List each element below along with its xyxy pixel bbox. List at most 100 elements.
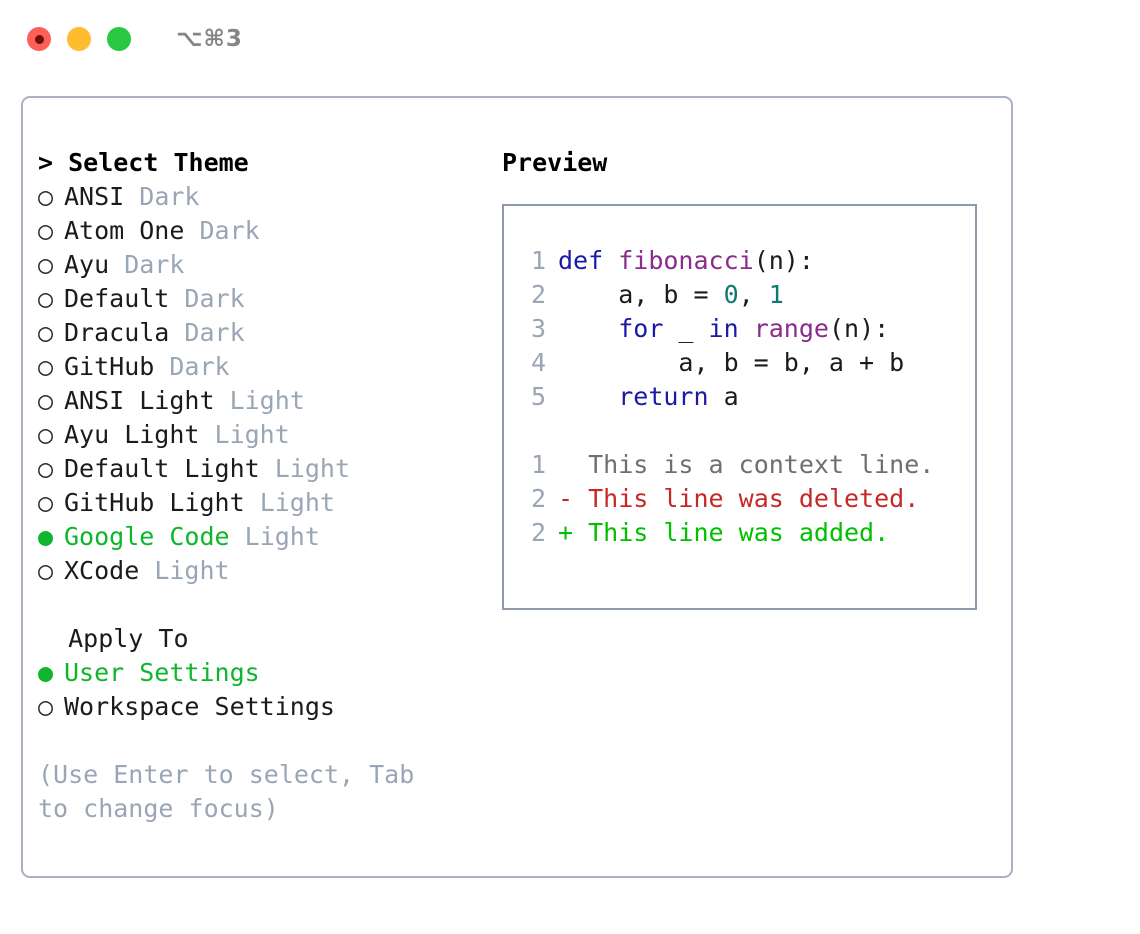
diff-marker: +: [558, 518, 574, 547]
line-number: 3: [530, 314, 546, 343]
theme-list-item[interactable]: ○ Dracula Dark: [38, 316, 488, 350]
theme-list-item[interactable]: ○XCode Light: [38, 554, 488, 588]
maximize-button-icon[interactable]: [107, 27, 131, 51]
panel-columns: > Select Theme ○ANSI Dark○Atom One Dark○…: [23, 98, 1011, 876]
theme-list-item[interactable]: ○ Ayu Dark: [38, 248, 488, 282]
theme-name-label: Ayu: [64, 250, 110, 279]
theme-list-item[interactable]: ○GitHub Dark: [38, 350, 488, 384]
apply-to-label: Workspace Settings: [64, 692, 335, 721]
radio-unselected-icon: ○: [38, 284, 54, 313]
theme-list-item[interactable]: ○ Default Dark: [38, 282, 488, 316]
theme-name-label: Dracula: [64, 318, 170, 347]
minimize-button-icon[interactable]: [67, 27, 91, 51]
spacer: [260, 454, 275, 483]
apply-to-list: ● User Settings ○ Workspace Settings: [38, 656, 488, 724]
line-number: 2: [530, 280, 546, 309]
apply-to-option[interactable]: ● User Settings: [38, 656, 488, 690]
line-number: 1: [530, 246, 546, 275]
diff-marker: -: [558, 484, 574, 513]
theme-variant-tag: Dark: [184, 318, 245, 347]
code-token: _: [663, 314, 709, 343]
apply-to-option[interactable]: ○ Workspace Settings: [38, 690, 488, 724]
radio-unselected-icon: ○: [38, 182, 54, 211]
hint-text: (Use Enter to select, Tab to change focu…: [38, 760, 415, 823]
radio-unselected-icon: ○: [38, 420, 54, 449]
theme-variant-tag: Light: [214, 420, 290, 449]
keyboard-shortcut-label: ⌥⌘3: [176, 26, 243, 52]
code-token: a, b =: [558, 280, 724, 309]
diff-text: This is a context line.: [588, 450, 935, 479]
theme-list-item[interactable]: ○ANSI Dark: [38, 180, 488, 214]
spacer: [215, 386, 230, 415]
theme-variant-tag: Dark: [124, 250, 185, 279]
radio-unselected-icon: ○: [38, 352, 54, 381]
spacer: [139, 556, 154, 585]
theme-list-item[interactable]: ○Ayu Light Light: [38, 418, 488, 452]
radio-unselected-icon: ○: [38, 454, 54, 483]
code-token: fibonacci: [618, 246, 754, 275]
apply-to-header: Apply To: [38, 624, 189, 653]
titlebar: ⌥⌘3: [0, 0, 1140, 78]
main-panel: > Select Theme ○ANSI Dark○Atom One Dark○…: [21, 96, 1013, 878]
spacer: [124, 182, 139, 211]
spacer: [154, 352, 169, 381]
radio-unselected-icon: ○: [38, 216, 54, 245]
code-token: ,: [738, 280, 769, 309]
diff-line: 1 This is a context line.: [520, 448, 975, 482]
radio-unselected-icon: ○: [38, 318, 54, 347]
theme-list-item[interactable]: ○ANSI Light Light: [38, 384, 488, 418]
spacer: [199, 420, 214, 449]
diff-marker: [558, 450, 573, 479]
spacer: [573, 518, 588, 547]
theme-name-label: Default: [64, 284, 170, 313]
line-number: 2: [530, 518, 546, 547]
theme-variant-tag: Dark: [199, 216, 260, 245]
radio-unselected-icon: ○: [38, 556, 54, 585]
spacer: [245, 488, 260, 517]
apply-to-label: User Settings: [64, 658, 260, 687]
spacer: [109, 250, 124, 279]
theme-list-item[interactable]: ○GitHub Light Light: [38, 486, 488, 520]
close-button-icon[interactable]: [27, 27, 51, 51]
theme-variant-tag: Dark: [139, 182, 200, 211]
code-token: 1: [768, 280, 784, 309]
diff-line: 2- This line was deleted.: [520, 482, 975, 516]
code-token: 0: [723, 280, 739, 309]
window-controls: [27, 27, 131, 51]
radio-unselected-icon: ○: [38, 692, 54, 721]
theme-variant-tag: Light: [154, 556, 230, 585]
diff-sample: 1 This is a context line.2- This line wa…: [520, 448, 975, 550]
spacer: [573, 450, 588, 479]
radio-unselected-icon: ○: [38, 250, 54, 279]
line-number: 1: [530, 450, 546, 479]
preview-header: Preview: [502, 148, 608, 177]
theme-list-item[interactable]: ○Default Light Light: [38, 452, 488, 486]
theme-variant-tag: Light: [274, 454, 350, 483]
theme-list: ○ANSI Dark○Atom One Dark○Ayu Dark○Defaul…: [38, 180, 488, 588]
diff-text: This line was deleted.: [588, 484, 920, 513]
spacer: [573, 484, 588, 513]
theme-variant-tag: Dark: [184, 284, 245, 313]
code-line: 2 a, b = 0, 1: [520, 278, 975, 312]
theme-selector-column: > Select Theme ○ANSI Dark○Atom One Dark○…: [38, 146, 488, 826]
radio-selected-icon: ●: [38, 522, 54, 551]
code-line: 5 return a: [520, 380, 975, 414]
code-token: return: [618, 382, 709, 411]
theme-variant-tag: Light: [244, 522, 320, 551]
theme-name-label: GitHub: [64, 352, 155, 381]
code-token: [739, 314, 754, 343]
line-number: 4: [530, 348, 546, 377]
spacer: [169, 318, 184, 347]
code-token: a, b = b, a + b: [558, 348, 905, 377]
theme-variant-tag: Light: [259, 488, 335, 517]
diff-line: 2 + This line was added.: [520, 516, 975, 550]
code-line: 3 for _ in range(n):: [520, 312, 975, 346]
theme-list-item[interactable]: ●Google Code Light: [38, 520, 488, 554]
radio-selected-icon: ●: [38, 658, 54, 687]
theme-list-item[interactable]: ○Atom One Dark: [38, 214, 488, 248]
diff-text: This line was added.: [588, 518, 890, 547]
code-token: in: [708, 314, 739, 343]
